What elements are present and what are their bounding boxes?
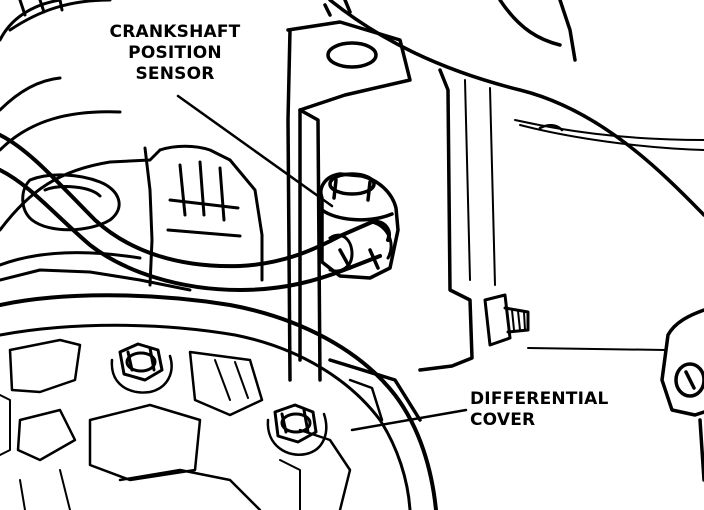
label-line: COVER [470,410,536,430]
transmission-housing [0,293,438,510]
label-differential-cover: DIFFERENTIAL COVER [470,389,609,431]
leader-crankshaft [176,94,334,208]
label-line: SENSOR [135,64,215,84]
right-plate [328,0,704,372]
bolt-lower-center [266,403,328,456]
label-crankshaft-position-sensor: CRANKSHAFT POSITION SENSOR [96,22,254,85]
right-edge-bracket [660,308,704,482]
bolt-upper-left [110,342,173,394]
leader-lines [176,94,468,432]
label-line: DIFFERENTIAL [470,389,609,409]
sensor-cable [0,133,393,292]
crankshaft-sensor [319,172,400,280]
mounting-bracket [286,0,422,422]
leader-differential [350,408,468,432]
mounting-stud [483,293,666,351]
engine-block [0,0,264,292]
label-line: POSITION [128,43,222,63]
label-line: CRANKSHAFT [109,22,241,42]
